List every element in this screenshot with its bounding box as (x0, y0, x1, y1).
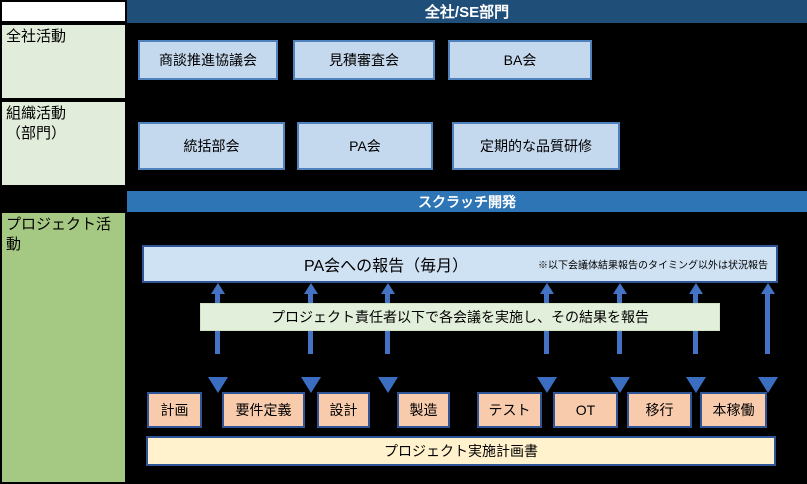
sidebar-project-activity-label: プロジェクト活動 (6, 216, 112, 253)
pa-report-note: ※以下会議体結果報告のタイミング以外は状況報告 (538, 260, 768, 272)
phase-label: 移行 (645, 402, 674, 418)
phase-label: 要件定義 (235, 402, 292, 418)
phase-label: 製造 (409, 402, 438, 418)
phase-label: 計画 (160, 402, 189, 418)
phase-label: 本稼働 (712, 402, 755, 418)
meeting-box-pa: PA会 (297, 122, 433, 170)
report-arrow-line (765, 292, 770, 354)
phase-box-sekkei: 設計 (317, 392, 370, 428)
meeting-box-training-label: 定期的な品質研修 (480, 138, 592, 154)
sidebar-org-activity: 組織活動 （部門） (0, 100, 127, 187)
milestone-triangle-down-icon (208, 377, 228, 393)
project-plan-doc-bar: プロジェクト実施計画書 (146, 436, 776, 466)
pa-report-title: PA会への報告（毎月） (304, 258, 469, 275)
meeting-box-ba: BA会 (448, 40, 592, 80)
meeting-box-pa-label: PA会 (349, 138, 381, 154)
project-plan-doc-label: プロジェクト実施計画書 (384, 443, 538, 459)
milestone-triangle-down-icon (758, 377, 778, 393)
report-arrow-up-icon (304, 283, 318, 294)
header-company-se-label: 全社/SE部門 (424, 4, 510, 21)
milestone-triangle-down-icon (378, 377, 398, 393)
meeting-result-bar: プロジェクト責任者以下で各会議を実施し、その結果を報告 (200, 303, 720, 331)
meeting-box-shodan-label: 商談推進協議会 (159, 52, 257, 68)
milestone-triangle-down-icon (301, 377, 321, 393)
report-arrow-up-icon (540, 283, 554, 294)
meeting-box-tokatsu-label: 統括部会 (183, 138, 240, 154)
meeting-box-tokatsu: 統括部会 (138, 122, 285, 170)
phase-box-iko: 移行 (627, 392, 692, 428)
report-arrow-up-icon (211, 283, 225, 294)
sidebar-company-activity-label: 全社活動 (6, 28, 67, 45)
header-scratch-dev: スクラッチ開発 (127, 191, 807, 212)
pa-report-box: PA会への報告（毎月） ※以下会議体結果報告のタイミング以外は状況報告 (142, 245, 778, 283)
report-arrow-up-icon (689, 283, 703, 294)
phase-box-ot: OT (553, 392, 618, 428)
header-company-se: 全社/SE部門 (127, 0, 807, 23)
phase-box-honkado: 本稼働 (700, 392, 767, 428)
phase-label: 設計 (329, 402, 358, 418)
phase-box-seizo: 製造 (397, 392, 450, 428)
meeting-box-training: 定期的な品質研修 (452, 122, 620, 170)
phase-box-keikaku: 計画 (147, 392, 202, 428)
milestone-triangle-down-icon (537, 377, 557, 393)
header-scratch-dev-label: スクラッチ開発 (418, 193, 516, 210)
meeting-result-bar-label: プロジェクト責任者以下で各会議を実施し、その結果を報告 (271, 309, 649, 325)
phase-box-yoken-teigi: 要件定義 (222, 392, 305, 428)
meeting-box-mitsumori-label: 見積審査会 (329, 52, 399, 68)
meeting-box-ba-label: BA会 (503, 52, 537, 68)
meeting-box-shodan: 商談推進協議会 (138, 40, 278, 80)
sidebar-company-activity: 全社活動 (0, 23, 127, 100)
report-arrow-up-icon (613, 283, 627, 294)
sidebar-project-activity: プロジェクト活動 (0, 211, 127, 484)
phase-label: OT (575, 402, 596, 418)
milestone-triangle-down-icon (686, 377, 706, 393)
milestone-triangle-down-icon (610, 377, 630, 393)
report-arrow-up-icon (381, 283, 395, 294)
meeting-box-mitsumori: 見積審査会 (293, 40, 435, 80)
sidebar-org-activity-line2: （部門） (6, 124, 67, 142)
phase-label: テスト (488, 402, 531, 418)
report-arrow-up-icon (761, 283, 775, 294)
phase-box-test: テスト (477, 392, 542, 428)
sidebar-org-activity-line1: 組織活動 (6, 105, 67, 122)
sidebar-corner-cell (0, 0, 127, 23)
